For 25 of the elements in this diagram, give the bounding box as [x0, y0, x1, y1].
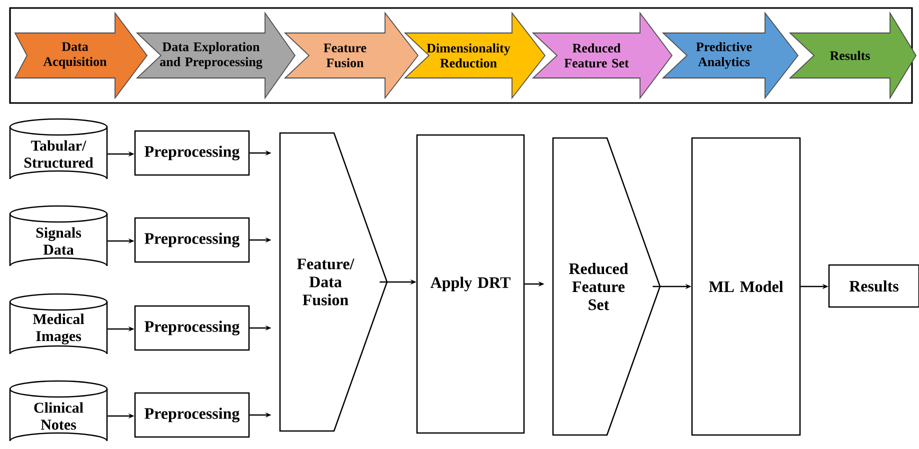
process-box: Results: [828, 264, 919, 308]
process-box: Preprocessing: [134, 217, 250, 263]
chevron-step: Feature Fusion: [284, 12, 419, 100]
process-box: Preprocessing: [134, 130, 250, 176]
chevron-step: Reduced Feature Set: [532, 12, 673, 100]
process-box: Preprocessing: [134, 392, 250, 438]
node-label: Medical Images: [32, 314, 84, 344]
database-cylinder: Medical Images: [9, 293, 108, 355]
process-block: Apply DRT: [416, 134, 525, 434]
node-label: Signals Data: [36, 227, 82, 255]
frame-box: [9, 7, 913, 104]
database-cylinder: Signals Data: [9, 205, 108, 267]
database-cylinder: Clinical Notes: [9, 380, 108, 442]
pentagon-block: Reduced Feature Set: [552, 137, 661, 436]
chevron-step: Data Exploration and Preprocessing: [136, 12, 296, 100]
node-label: Clinical Notes: [34, 402, 84, 430]
chevron-step: Predictive Analytics: [662, 12, 799, 100]
chevron-step: Data Acquisition: [14, 12, 148, 100]
node-label: Tabular/ Structured: [24, 140, 94, 168]
database-cylinder: Tabular/ Structured: [9, 118, 108, 180]
process-box: Preprocessing: [134, 305, 250, 351]
chevron-step: Dimensionality Reduction: [404, 12, 546, 100]
process-block: ML Model: [691, 137, 801, 436]
pentagon-block: Feature/ Data Fusion: [279, 132, 388, 432]
chevron-step: Results: [788, 11, 917, 100]
